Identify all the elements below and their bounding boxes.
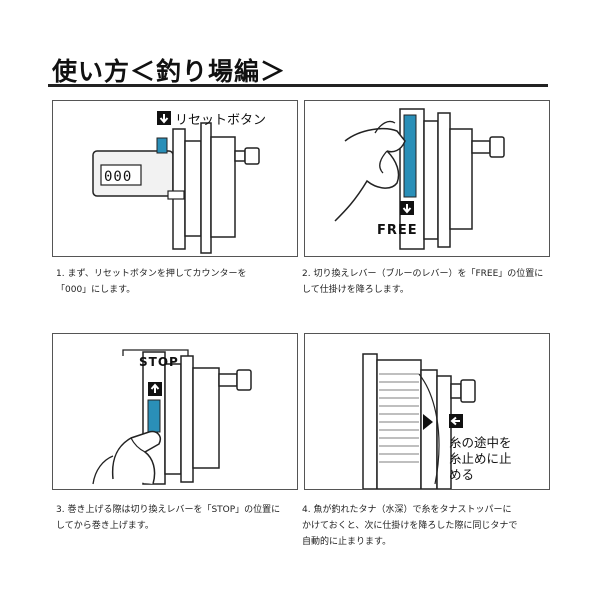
step-2-illustration: FREE: [304, 100, 550, 257]
free-label: FREE: [377, 223, 418, 238]
counter-display: 000: [104, 169, 133, 185]
step-3-illustration: STOP: [52, 333, 298, 490]
title-divider: [48, 84, 548, 87]
step-3-caption: 3. 巻き上げる際は切り換えレバーを「STOP」の位置に してから巻き上げます。: [56, 505, 281, 531]
stop-label: STOP: [139, 355, 179, 369]
stopper-label-line-1: 糸の途中を: [449, 435, 512, 450]
step-2-caption: 2. 切り換えレバー（ブルーのレバー）を「FREE」の位置に して仕掛けを降ろし…: [302, 269, 544, 295]
step-4-illustration: 糸の途中を 糸止めに止 める: [304, 333, 550, 490]
step-4-caption: 4. 魚が釣れたタナ（水深）で糸をタナストッパーに かけておくと、次に仕掛けを降…: [302, 505, 518, 547]
step-1-illustration: リセットボタン 000: [52, 100, 298, 257]
reset-button-label: リセットボタン: [175, 113, 267, 128]
page-title: 使い方＜釣り場編＞: [52, 57, 287, 86]
stopper-label-line-3: める: [449, 467, 475, 482]
step-1-caption: 1. まず、リセットボタンを押してカウンターを 「000」にします。: [56, 269, 247, 295]
stopper-label-line-2: 糸止めに止: [449, 451, 512, 466]
